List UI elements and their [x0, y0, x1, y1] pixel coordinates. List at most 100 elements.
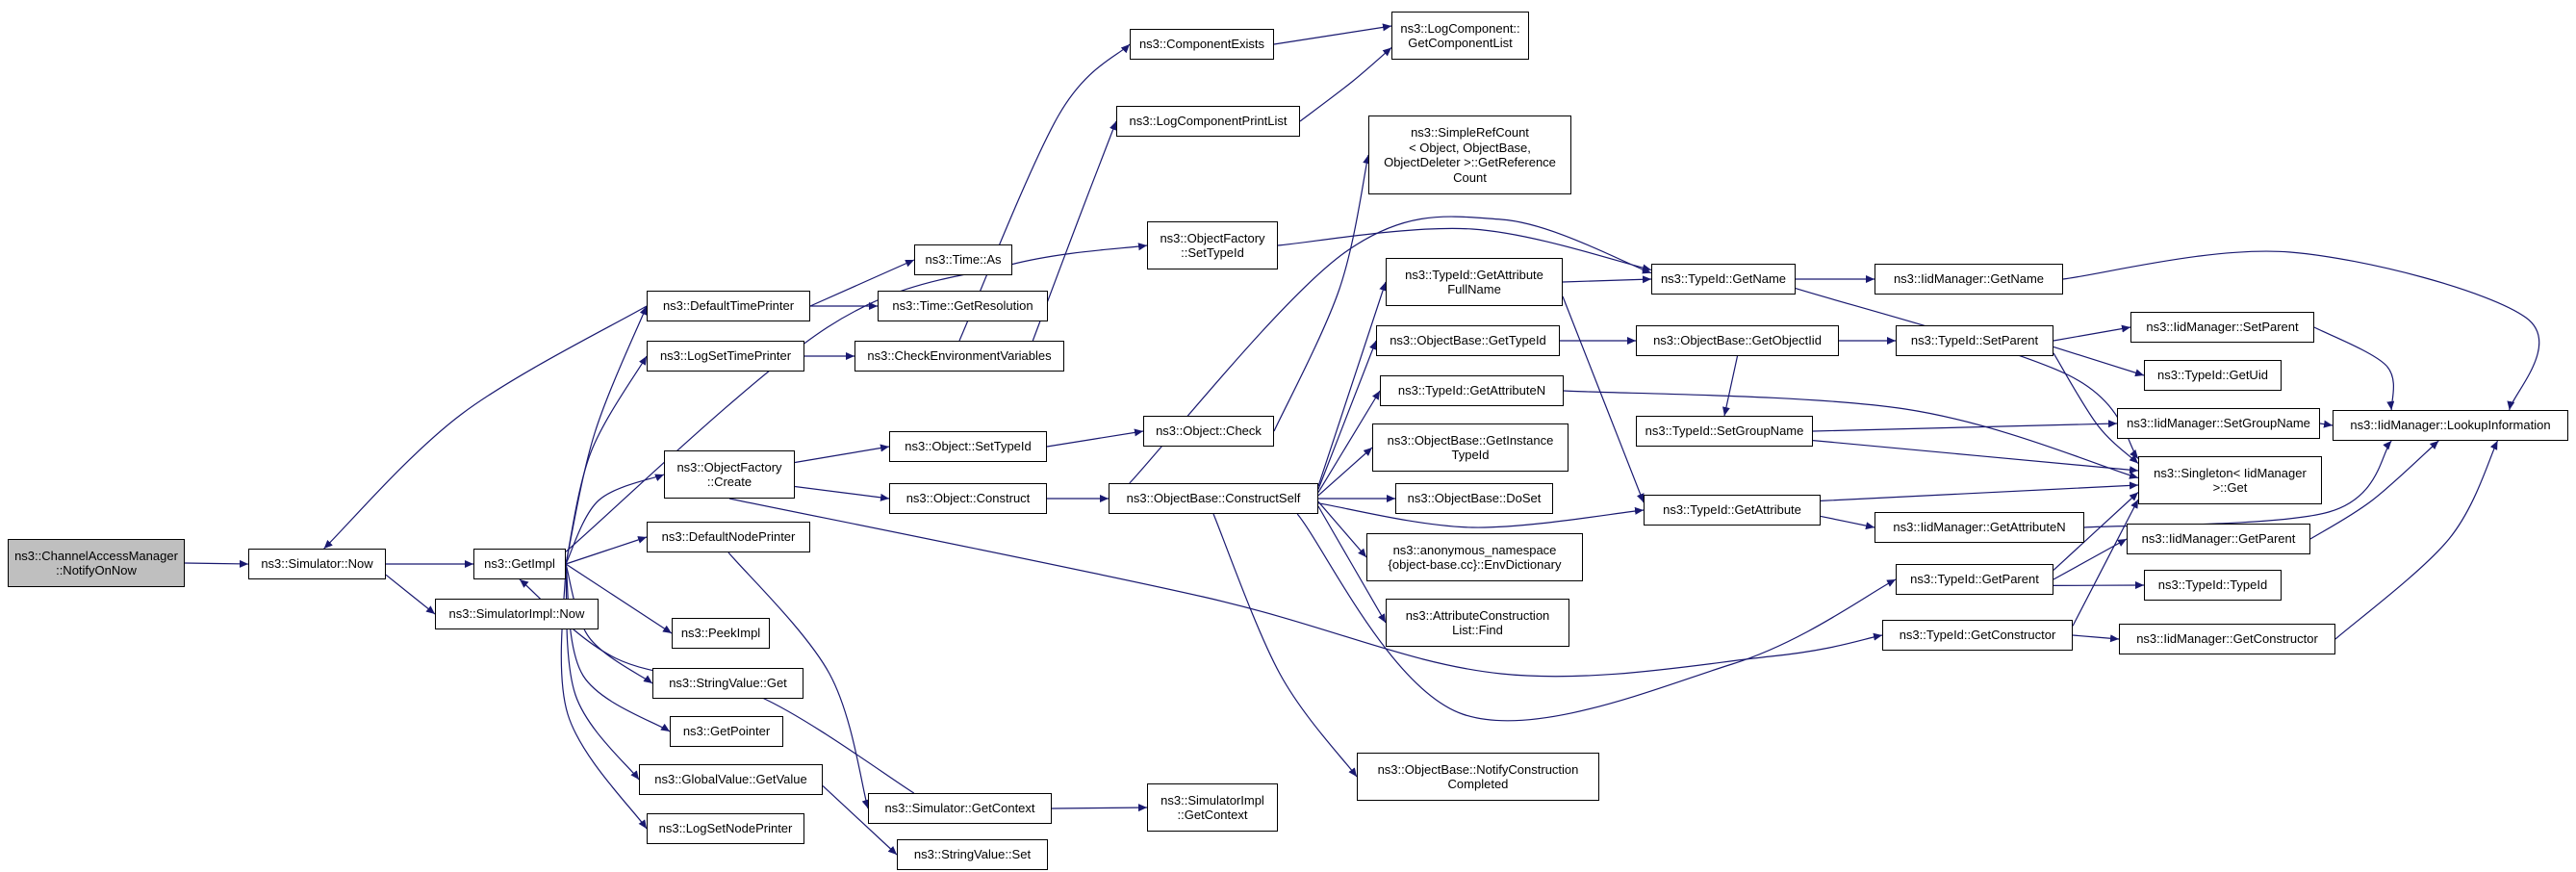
graph-node-get-component-list[interactable]: ns3::LogComponent:: GetComponentList	[1391, 12, 1529, 60]
graph-node-typeid-setgroupname[interactable]: ns3::TypeId::SetGroupName	[1636, 416, 1813, 447]
call-edge-object-factory-create--typeid-getconstructor	[728, 498, 1883, 678]
call-edge-typeid-setparent--singleton-get	[2053, 352, 2139, 464]
graph-node-objectbase-doset[interactable]: ns3::ObjectBase::DoSet	[1395, 483, 1553, 514]
graph-node-notify-on-now[interactable]: ns3::ChannelAccessManager ::NotifyOnNow	[8, 539, 185, 587]
graph-node-getinstance-typeid[interactable]: ns3::ObjectBase::GetInstance TypeId	[1372, 423, 1569, 472]
graph-node-time-get-resolution[interactable]: ns3::Time::GetResolution	[878, 291, 1048, 321]
call-edge-typeid-getparent--iidmanager-getparent	[2053, 538, 2128, 580]
call-edge-get-impl--peek-impl	[565, 563, 673, 634]
graph-node-typeid-getname[interactable]: ns3::TypeId::GetName	[1651, 264, 1796, 295]
call-edge-get-attribute-fullname--typeid-getname	[1562, 275, 1652, 284]
graph-node-log-set-time-printer[interactable]: ns3::LogSetTimePrinter	[647, 341, 804, 372]
graph-node-lookup-information[interactable]: ns3::IidManager::LookupInformation	[2333, 410, 2568, 441]
graph-node-notify-construction-completed[interactable]: ns3::ObjectBase::NotifyConstruction Comp…	[1357, 753, 1599, 801]
call-edge-construct-self--notify-construction-completed	[1212, 513, 1358, 778]
graph-node-attr-list-find[interactable]: ns3::AttributeConstruction List::Find	[1386, 599, 1569, 647]
graph-node-iidmanager-setparent[interactable]: ns3::IidManager::SetParent	[2130, 312, 2314, 343]
graph-node-peek-impl[interactable]: ns3::PeekImpl	[672, 618, 770, 649]
graph-node-objectbase-getobjectiid[interactable]: ns3::ObjectBase::GetObjectIid	[1636, 325, 1839, 356]
call-edge-typeid-getattributen--singleton-get	[1563, 390, 2139, 479]
call-edge-get-impl--stringvalue-get	[565, 563, 653, 684]
call-edge-notify-on-now--simulator-now	[184, 559, 249, 568]
call-edge-typeid-getconstructor--iidmanager-getconstructor	[2072, 634, 2120, 643]
graph-node-iidmanager-getattributen[interactable]: ns3::IidManager::GetAttributeN	[1875, 512, 2084, 543]
graph-node-stringvalue-get[interactable]: ns3::StringValue::Get	[652, 668, 803, 699]
call-edge-object-factory-create--object-construct	[794, 485, 890, 501]
call-edge-objectbase-getobjectiid--typeid-setgroupname	[1722, 355, 1739, 417]
call-edge-get-impl--globalvalue-getvalue	[565, 563, 640, 781]
call-edge-get-impl--default-node-printer	[565, 536, 648, 565]
graph-node-simulatorimpl-getcontext[interactable]: ns3::SimulatorImpl ::GetContext	[1147, 783, 1278, 832]
graph-node-stringvalue-set[interactable]: ns3::StringValue::Set	[897, 839, 1048, 870]
graph-node-object-check[interactable]: ns3::Object::Check	[1143, 416, 1274, 447]
call-edge-get-impl--get-pointer	[565, 563, 671, 732]
call-edge-iidmanager-getname--lookup-information	[2062, 250, 2540, 411]
graph-node-typeid-getattribute[interactable]: ns3::TypeId::GetAttribute	[1644, 495, 1821, 526]
graph-node-iidmanager-getname[interactable]: ns3::IidManager::GetName	[1875, 264, 2063, 295]
graph-node-iidmanager-setgroupname[interactable]: ns3::IidManager::SetGroupName	[2117, 408, 2320, 439]
graph-node-get-attribute-fullname[interactable]: ns3::TypeId::GetAttribute FullName	[1386, 258, 1563, 306]
call-edge-construct-self--get-attribute-fullname	[1317, 281, 1387, 487]
call-edge-get-impl--log-set-time-printer	[565, 355, 648, 565]
call-edge-construct-self--typeid-getname	[1129, 216, 1652, 484]
graph-node-object-factory-set-typeid[interactable]: ns3::ObjectFactory ::SetTypeId	[1147, 221, 1278, 269]
call-edge-construct-self--typeid-getattribute	[1317, 502, 1645, 528]
call-edge-iidmanager-getconstructor--lookup-information	[2334, 440, 2499, 640]
graph-node-singleton-get[interactable]: ns3::Singleton< IidManager >::Get	[2138, 456, 2322, 504]
graph-node-simulator-getcontext[interactable]: ns3::Simulator::GetContext	[868, 793, 1052, 824]
call-edge-typeid-setparent--typeid-getuid	[2053, 346, 2145, 377]
call-edge-default-time-printer--simulator-now	[323, 305, 648, 550]
graph-node-log-set-node-printer[interactable]: ns3::LogSetNodePrinter	[647, 813, 804, 844]
graph-node-typeid-setparent[interactable]: ns3::TypeId::SetParent	[1896, 325, 2053, 356]
call-edge-globalvalue-getvalue--stringvalue-set	[822, 784, 898, 856]
graph-node-objectbase-gettypeid[interactable]: ns3::ObjectBase::GetTypeId	[1376, 325, 1560, 356]
call-edge-construct-self--attr-list-find	[1317, 505, 1387, 624]
graph-node-log-component-print-list[interactable]: ns3::LogComponentPrintList	[1116, 106, 1300, 137]
graph-node-object-construct[interactable]: ns3::Object::Construct	[889, 483, 1047, 514]
call-edge-default-node-printer--simulator-getcontext	[727, 551, 870, 809]
call-edge-construct-self--objectbase-gettypeid	[1317, 340, 1377, 490]
graph-node-check-env[interactable]: ns3::CheckEnvironmentVariables	[854, 341, 1064, 372]
call-edge-object-factory-create--object-set-typeid	[794, 444, 890, 464]
call-edge-construct-self--getinstance-typeid	[1317, 447, 1373, 497]
graph-node-construct-self[interactable]: ns3::ObjectBase::ConstructSelf	[1109, 483, 1318, 514]
call-edge-typeid-getconstructor--singleton-get	[2072, 499, 2139, 627]
call-edge-typeid-getattribute--iidmanager-getattributen	[1820, 515, 1875, 530]
graph-node-default-time-printer[interactable]: ns3::DefaultTimePrinter	[647, 291, 810, 321]
graph-node-get-impl[interactable]: ns3::GetImpl	[473, 549, 566, 579]
graph-node-component-exists[interactable]: ns3::ComponentExists	[1130, 29, 1274, 60]
call-edge-object-set-typeid--object-check	[1046, 428, 1144, 448]
call-edge-construct-self--env-dictionary	[1317, 500, 1367, 558]
graph-node-default-node-printer[interactable]: ns3::DefaultNodePrinter	[647, 522, 810, 552]
call-edge-typeid-getname--singleton-get	[1795, 288, 2139, 459]
call-edge-construct-self--typeid-getattributen	[1317, 390, 1381, 493]
graph-node-object-set-typeid[interactable]: ns3::Object::SetTypeId	[889, 431, 1047, 462]
call-edge-iidmanager-setparent--lookup-information	[2313, 326, 2395, 411]
graph-node-typeid-getattributen[interactable]: ns3::TypeId::GetAttributeN	[1380, 375, 1564, 406]
graph-node-typeid-getconstructor[interactable]: ns3::TypeId::GetConstructor	[1882, 620, 2073, 651]
graph-node-object-factory-create[interactable]: ns3::ObjectFactory ::Create	[664, 450, 795, 499]
graph-node-typeid-typeid[interactable]: ns3::TypeId::TypeId	[2144, 570, 2282, 601]
call-edge-iidmanager-getparent--lookup-information	[2309, 440, 2439, 540]
call-edge-get-impl--object-factory-create	[565, 474, 665, 565]
graph-node-get-pointer[interactable]: ns3::GetPointer	[670, 716, 783, 747]
call-edge-iidmanager-setgroupname--lookup-information	[2319, 420, 2334, 428]
graph-node-simulator-now[interactable]: ns3::Simulator::Now	[248, 549, 386, 579]
graph-node-typeid-getparent[interactable]: ns3::TypeId::GetParent	[1896, 564, 2053, 595]
call-edge-typeid-setparent--iidmanager-setparent	[2053, 324, 2131, 342]
graph-node-env-dictionary[interactable]: ns3::anonymous_namespace {object-base.cc…	[1366, 533, 1583, 581]
call-edge-typeid-setgroupname--singleton-get	[1812, 440, 2139, 474]
graph-node-time-as[interactable]: ns3::Time::As	[914, 244, 1012, 275]
graph-node-simulatorimpl-now[interactable]: ns3::SimulatorImpl::Now	[435, 599, 599, 629]
call-edge-get-impl--default-time-printer	[565, 305, 648, 565]
graph-node-iidmanager-getparent[interactable]: ns3::IidManager::GetParent	[2127, 524, 2310, 554]
call-edge-object-factory-set-typeid--typeid-getname	[1277, 227, 1652, 272]
graph-node-iidmanager-getconstructor[interactable]: ns3::IidManager::GetConstructor	[2119, 624, 2335, 654]
graph-node-get-reference-count[interactable]: ns3::SimpleRefCount < Object, ObjectBase…	[1368, 115, 1571, 194]
call-edge-simulator-now--simulatorimpl-now	[385, 574, 436, 615]
graph-node-typeid-getuid[interactable]: ns3::TypeId::GetUid	[2144, 360, 2282, 391]
graph-node-globalvalue-getvalue[interactable]: ns3::GlobalValue::GetValue	[639, 764, 823, 795]
call-edge-typeid-getattribute--singleton-get	[1820, 481, 2139, 501]
